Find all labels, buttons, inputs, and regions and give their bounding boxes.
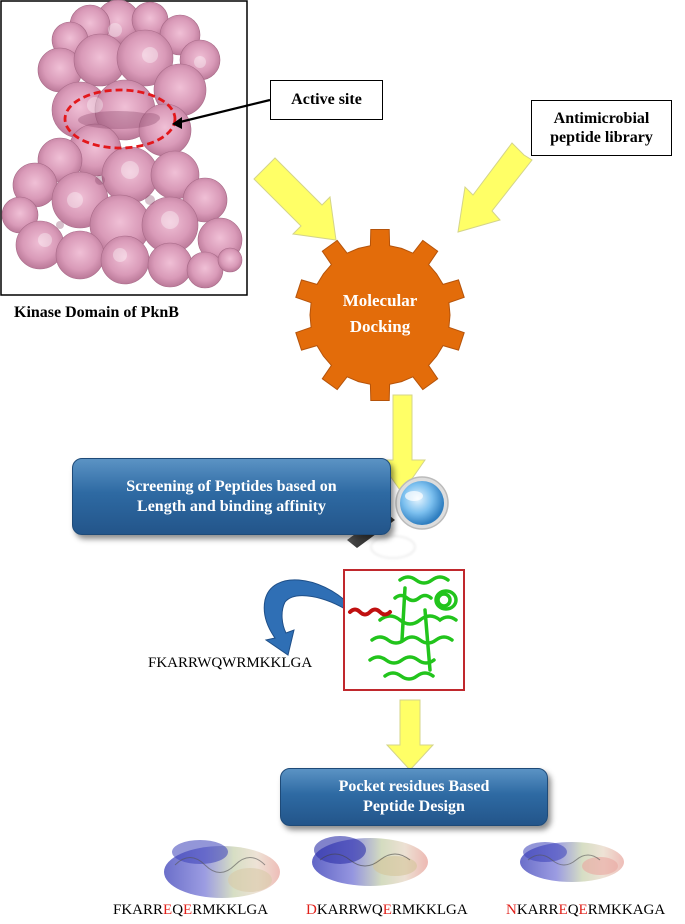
library-label-line1: Antimicrobial xyxy=(553,109,650,127)
arrow-library-to-docking xyxy=(457,142,533,233)
screening-label-line1: Screening of Peptides based on xyxy=(126,477,337,495)
mutated-residue: D xyxy=(306,902,317,918)
sequence-segment: RMKKLGA xyxy=(391,902,468,918)
curved-arrow-icon xyxy=(263,579,351,656)
mutated-residue: E xyxy=(163,902,173,918)
active-site-pointer-head xyxy=(172,117,182,129)
kinase-caption: Kinase Domain of PknB xyxy=(14,304,179,321)
sequence-segment: FKARR xyxy=(113,902,164,918)
sequence-segment: KARR xyxy=(516,902,559,918)
peptide-surface-1 xyxy=(164,840,280,898)
active-site-callout: Active site xyxy=(270,80,383,120)
docking-label: Molecular Docking xyxy=(322,288,438,340)
active-site-pointer xyxy=(175,98,271,125)
library-callout: Antimicrobial peptide library xyxy=(531,100,672,156)
sequence-segment: RMKKLGA xyxy=(192,902,269,918)
designed-peptide-3: NKARREQERMKKAGA xyxy=(506,902,665,919)
docked-complex-image xyxy=(343,569,465,691)
sequence-segment: Q xyxy=(567,902,579,918)
kinase-structure-image xyxy=(0,0,248,296)
mutated-residue: E xyxy=(578,902,588,918)
arrow-kinase-to-docking xyxy=(253,157,337,241)
sequence-segment: RMKKAGA xyxy=(587,902,666,918)
mutated-residue: E xyxy=(183,902,193,918)
active-site-label: Active site xyxy=(291,91,362,109)
docking-label-line1: Molecular xyxy=(342,291,418,310)
mutated-residue: E xyxy=(558,902,568,918)
mutated-residue: N xyxy=(506,902,517,918)
docking-label-line2: Docking xyxy=(349,317,411,336)
active-site-marker xyxy=(63,88,177,150)
designed-peptide-2: DKARRWQERMKKLGA xyxy=(306,902,468,919)
mutated-residue: E xyxy=(382,902,392,918)
arrow-screening-to-design xyxy=(385,699,435,771)
selected-peptide-sequence: FKARRWQWRMKKLGA xyxy=(148,655,313,671)
screening-label-line2: Length and binding affinity xyxy=(137,497,326,515)
designed-peptide-1: FKARREQERMKKLGA xyxy=(113,902,268,919)
design-label-line1: Pocket residues Based xyxy=(338,778,490,795)
sequence-segment: KARRWQ xyxy=(316,902,383,918)
gear-icon xyxy=(295,229,465,401)
design-label-line2: Peptide Design xyxy=(363,798,465,815)
screening-step-box: Screening of Peptides based on Length an… xyxy=(72,458,391,535)
peptide-surface-2 xyxy=(312,836,428,886)
sequence-segment: Q xyxy=(172,902,184,918)
library-label-line2: peptide library xyxy=(550,129,653,146)
design-step-box: Pocket residues Based Peptide Design xyxy=(280,768,548,826)
gear-body xyxy=(295,229,465,401)
peptide-surface-3 xyxy=(520,842,624,882)
